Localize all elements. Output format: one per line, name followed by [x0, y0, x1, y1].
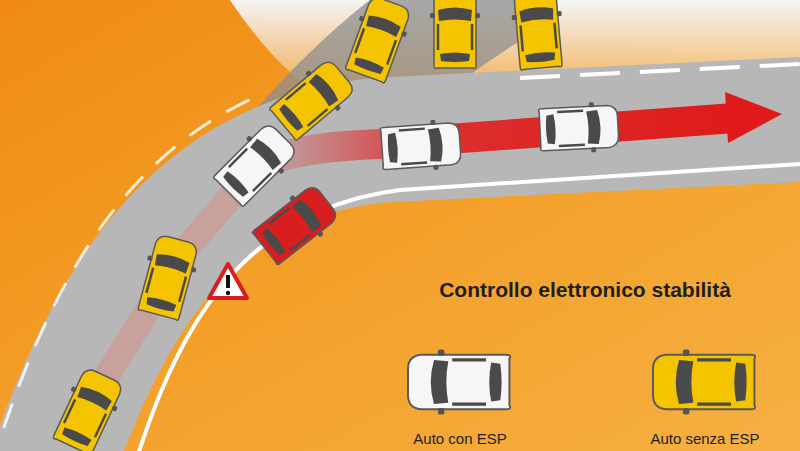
legend-car-yellow	[653, 350, 755, 415]
legend-label: Auto senza ESP	[650, 430, 759, 447]
legend-car-white	[408, 350, 510, 415]
legend-label: Auto con ESP	[413, 430, 506, 447]
diagram-title: Controllo elettronico stabilità	[439, 278, 731, 302]
